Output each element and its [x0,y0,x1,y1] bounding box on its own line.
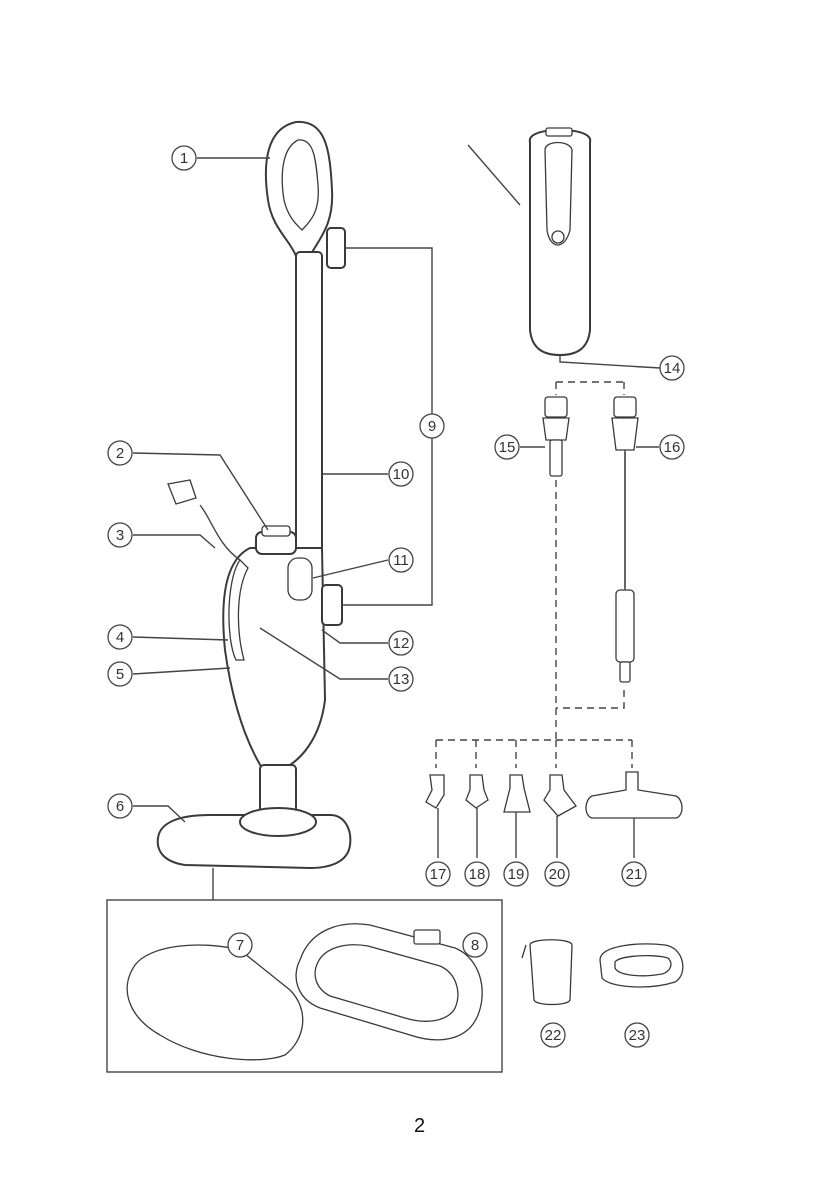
callout-19: 19 [504,862,528,886]
svg-text:11: 11 [393,552,409,569]
callout-17: 17 [426,862,450,886]
callout-2: 2 [108,441,132,465]
svg-text:20: 20 [549,866,566,883]
callout-8: 8 [463,933,487,957]
callout-10: 10 [389,462,413,486]
handheld-unit-illustration [468,128,590,355]
svg-text:10: 10 [393,466,410,483]
svg-text:15: 15 [499,439,516,456]
svg-text:1: 1 [180,150,188,167]
callout-21: 21 [622,862,646,886]
ring-illustration [600,944,683,987]
callout-1: 1 [172,146,196,170]
svg-text:21: 21 [626,866,643,883]
callout-9: 9 [420,414,444,438]
callout-4: 4 [108,625,132,649]
connector-illustration [543,397,569,476]
callout-16: 16 [660,435,684,459]
hose-illustration [612,397,638,682]
callout-14: 14 [660,356,684,380]
svg-text:18: 18 [469,866,486,883]
callout-3: 3 [108,523,132,547]
callout-13: 13 [389,667,413,691]
svg-text:14: 14 [664,360,681,377]
callout-22: 22 [541,1023,565,1047]
callout-6: 6 [108,794,132,818]
svg-text:12: 12 [393,635,410,652]
callout-18: 18 [465,862,489,886]
callout-11: 11 [389,548,413,572]
svg-text:16: 16 [664,439,681,456]
callout-7: 7 [228,933,252,957]
svg-text:17: 17 [430,866,447,883]
callout-15: 15 [495,435,519,459]
svg-text:22: 22 [545,1027,562,1044]
svg-text:19: 19 [508,866,525,883]
callout-20: 20 [545,862,569,886]
svg-text:8: 8 [471,937,479,954]
svg-text:3: 3 [116,527,124,544]
page-number: 2 [0,1115,839,1138]
svg-text:23: 23 [629,1027,646,1044]
svg-text:6: 6 [116,798,124,815]
accessories-illustration [426,772,682,818]
pads-illustration [127,924,482,1060]
callout-12: 12 [389,631,413,655]
svg-text:7: 7 [236,937,244,954]
callout-23: 23 [625,1023,649,1047]
svg-text:13: 13 [393,671,410,688]
cup-illustration [522,940,572,1005]
callout-5: 5 [108,662,132,686]
svg-text:2: 2 [116,445,124,462]
svg-text:5: 5 [116,666,124,683]
svg-text:9: 9 [428,418,436,435]
steam-mop-illustration [158,122,351,868]
svg-text:4: 4 [116,629,124,646]
